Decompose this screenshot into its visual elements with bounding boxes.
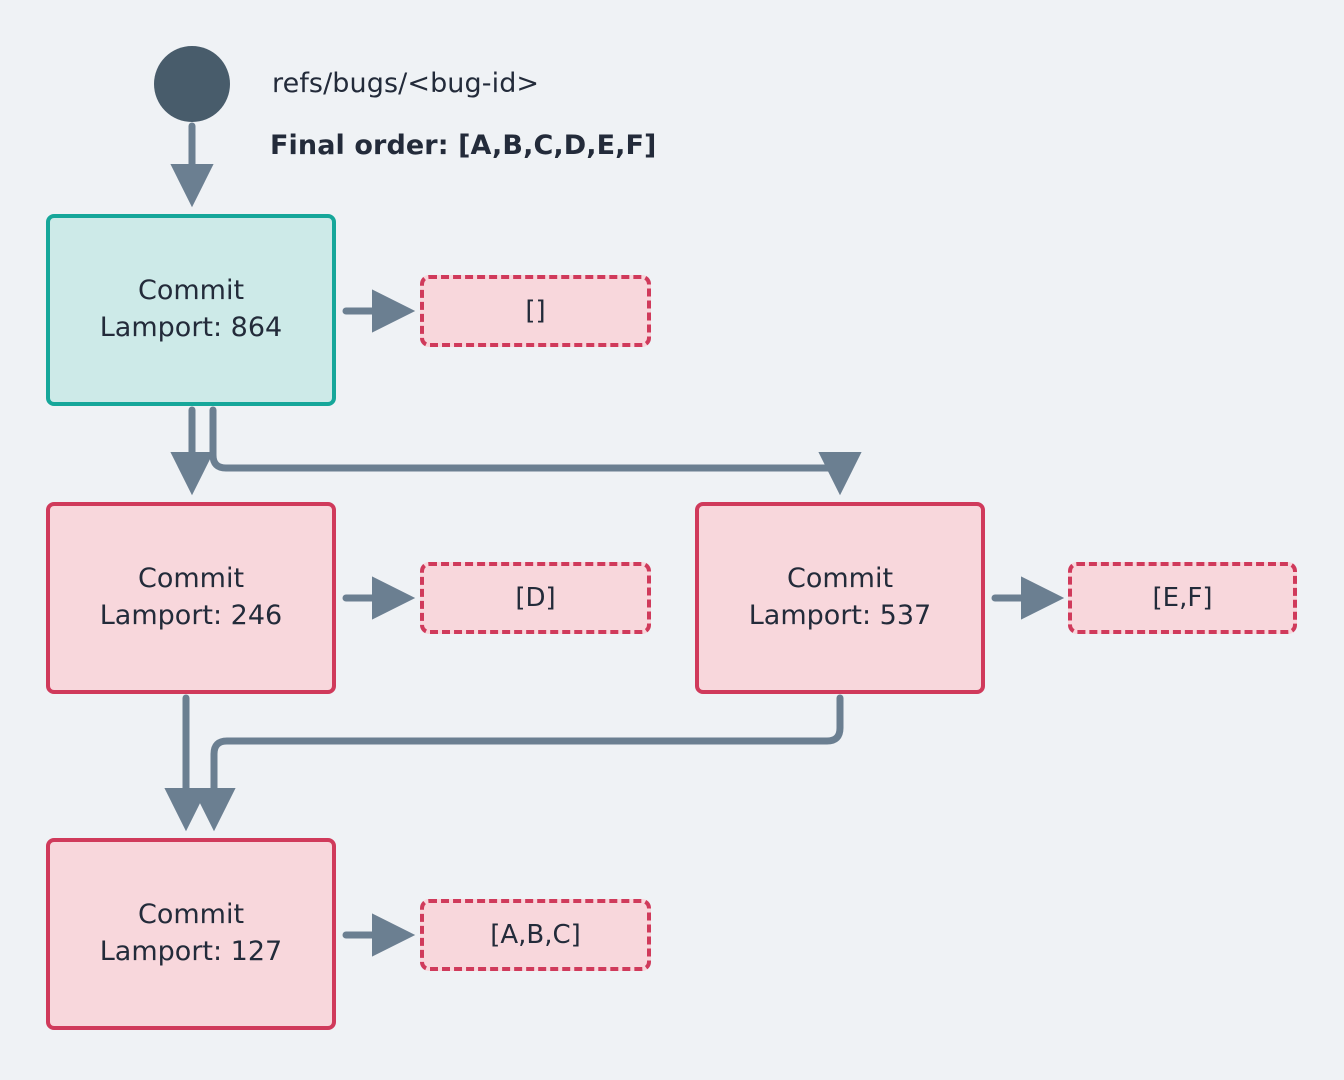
- commit-node-864[interactable]: Commit Lamport: 864: [46, 214, 336, 406]
- commit-node-127[interactable]: Commit Lamport: 127: [46, 838, 336, 1030]
- list-box-246: [D]: [420, 562, 651, 634]
- commit-node-246-lamport: Lamport: 246: [99, 600, 283, 631]
- commit-node-127-title: Commit: [137, 899, 245, 931]
- commit-node-537[interactable]: Commit Lamport: 537: [695, 502, 985, 694]
- commit-node-246-title: Commit: [137, 563, 245, 595]
- commit-node-537-title: Commit: [786, 563, 894, 595]
- commit-node-537-lamport: Lamport: 537: [748, 600, 932, 631]
- list-box-864-value: []: [525, 296, 546, 326]
- commit-node-246[interactable]: Commit Lamport: 246: [46, 502, 336, 694]
- ref-label: refs/bugs/<bug-id>: [272, 68, 540, 99]
- list-box-537: [E,F]: [1068, 562, 1297, 634]
- edge-c537-to-c127: [192, 694, 844, 832]
- commit-node-864-title: Commit: [137, 275, 245, 307]
- final-order-label: Final order: [A,B,C,D,E,F]: [270, 130, 657, 161]
- edge-c864-to-c537: [209, 406, 862, 496]
- start-circle-icon: [154, 46, 230, 122]
- list-box-864: []: [420, 275, 651, 347]
- list-box-537-value: [E,F]: [1152, 583, 1213, 613]
- list-box-127-value: [A,B,C]: [490, 920, 581, 950]
- commit-node-127-lamport: Lamport: 127: [99, 936, 283, 967]
- list-box-246-value: [D]: [515, 583, 556, 613]
- list-box-127: [A,B,C]: [420, 899, 651, 971]
- commit-node-864-lamport: Lamport: 864: [99, 312, 283, 343]
